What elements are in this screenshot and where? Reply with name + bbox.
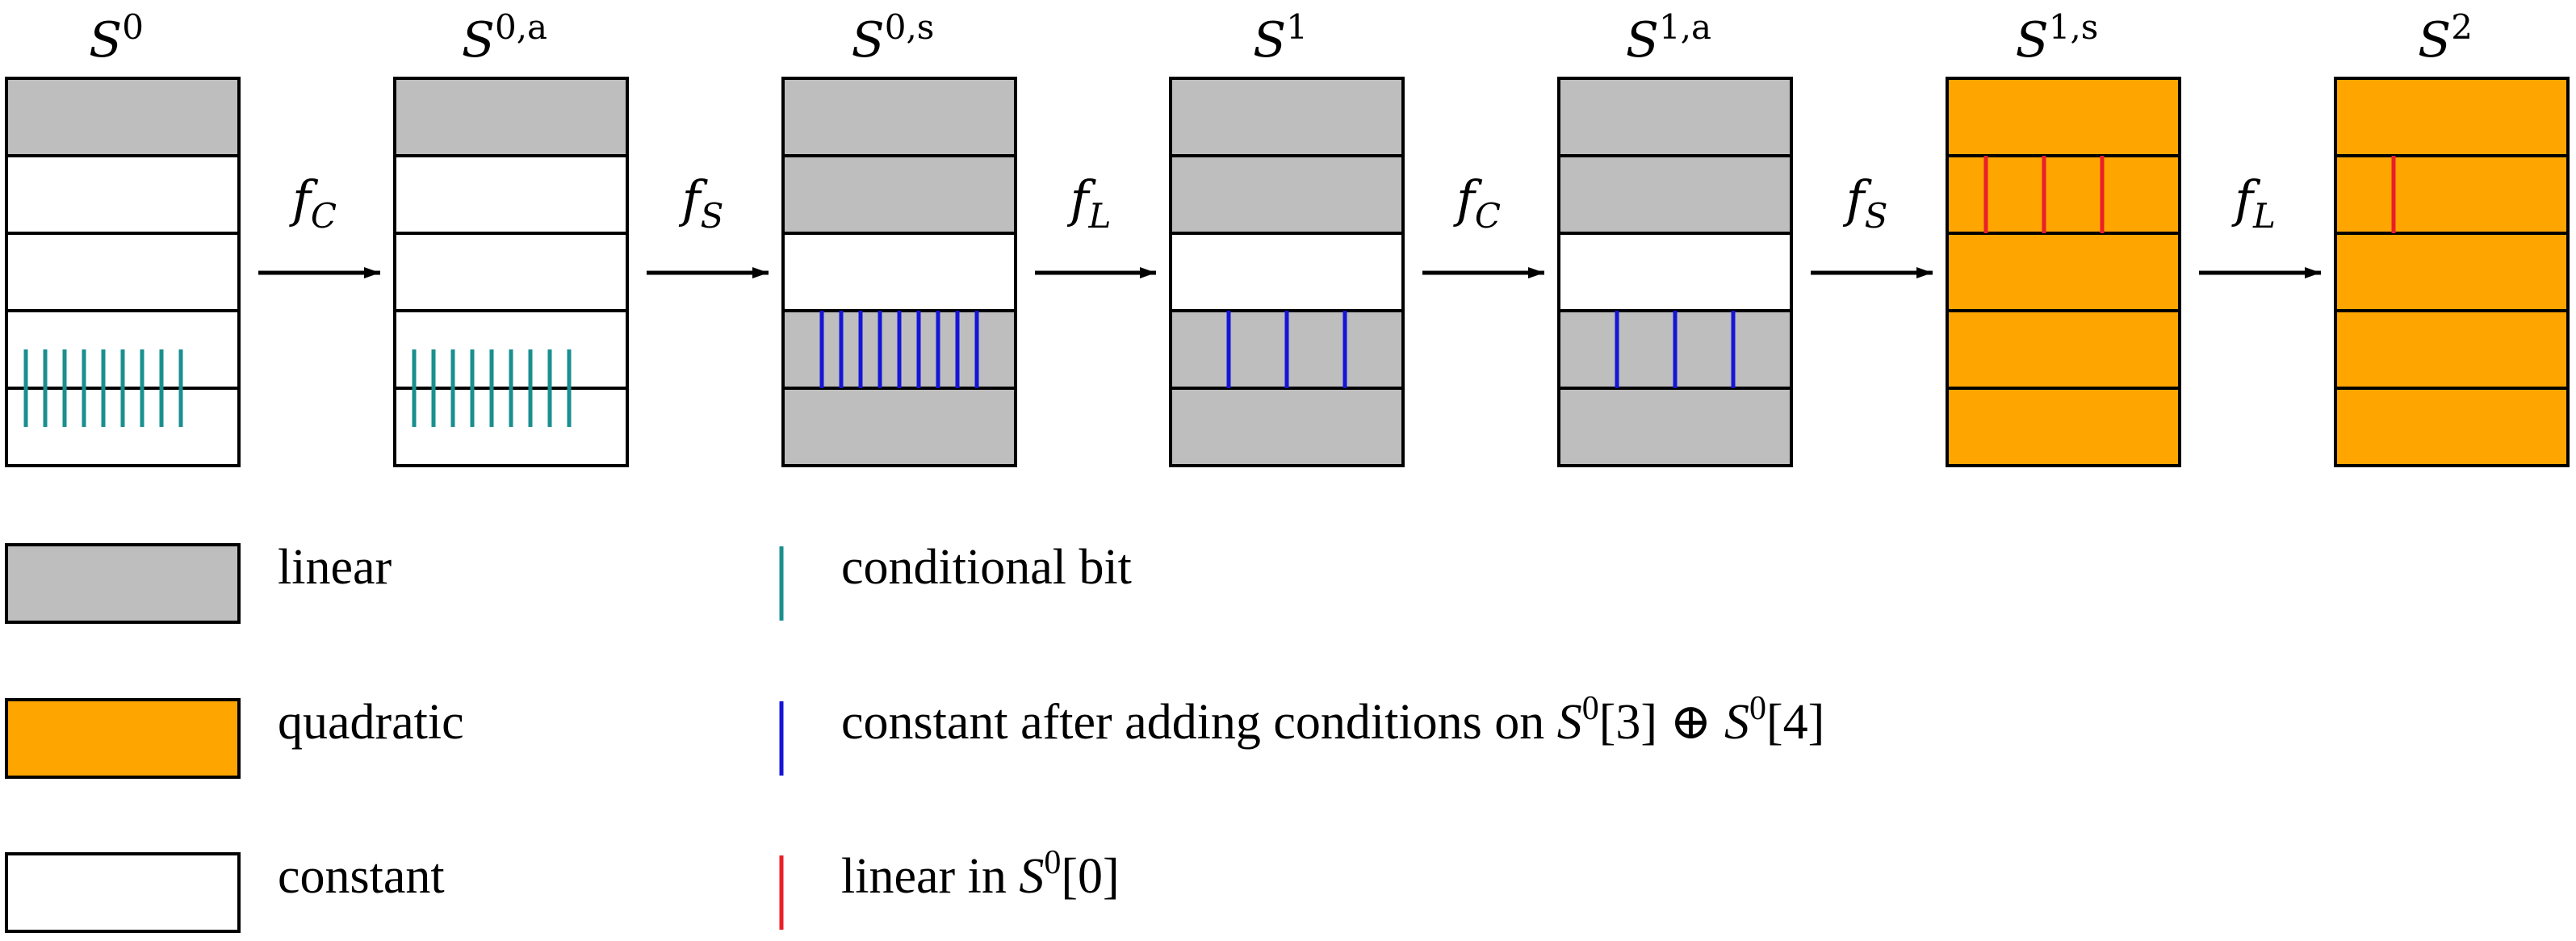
arrow-label: fC [1453,169,1501,236]
transition-arrow-5: fL [2199,169,2321,278]
state-row-constant [5,154,241,235]
state-row-linear [1169,387,1405,467]
legend-label-quadratic: quadratic [278,695,464,750]
legend-item-quadratic: quadratic [5,695,464,779]
state-row-constant [781,232,1017,312]
state-title: S0,s [852,7,935,69]
legend-swatch-linear [5,543,241,624]
arrow-label: fS [1843,169,1888,236]
legend-item-linear-in-s0: linear in S0[0] [779,844,1120,930]
transition-arrow-2: fL [1035,169,1156,278]
state-row-linear [1169,154,1405,235]
state-row-quadratic [2334,232,2570,312]
state-row-linear [5,77,241,157]
legend-text-linear-in-s0: linear in S0[0] [841,844,1120,904]
transition-arrow-0: fC [258,169,380,278]
state-row-constant [393,154,629,235]
state-row-linear [781,77,1017,157]
legend-text-constant-after-conditions: constant after adding conditions on S0[3… [841,690,1824,750]
state-row-constant [1169,232,1405,312]
state-row-quadratic [2334,77,2570,157]
legend-item-constant: constant [5,849,445,933]
arrow-label: fL [2231,169,2276,236]
state-box-1: S0,a [393,7,629,467]
state-row-linear [1557,154,1793,235]
state-row-quadratic [2334,309,2570,390]
arrow-label: fL [1067,169,1112,236]
state-box-2: S0,s [781,7,1017,467]
state-row-quadratic [1946,309,2181,390]
state-row-linear [1557,387,1793,467]
state-row-linear [1557,77,1793,157]
state-box-4: S1,a [1557,7,1793,467]
state-box-6: S2 [2334,7,2570,467]
state-title: S0,a [462,7,547,69]
transition-arrow-4: fS [1811,169,1933,278]
state-row-quadratic [1946,232,2181,312]
legend-label-linear: linear [278,540,392,595]
state-row-linear [393,77,629,157]
arrow-label: fS [679,169,724,236]
legend-swatch-constant [5,852,241,933]
state-title: S2 [2418,7,2473,69]
state-row-quadratic [1946,387,2181,467]
state-box-3: S1 [1169,7,1405,467]
state-row-linear [781,154,1017,235]
transition-arrow-3: fC [1422,169,1544,278]
state-box-5: S1,s [1946,7,2181,467]
transition-arrow-1: fS [647,169,769,278]
state-title: S1,s [2016,7,2099,69]
legend-text-conditional-bit: conditional bit [841,540,1132,595]
legend-item-constant-after-conditions: constant after adding conditions on S0[3… [779,690,1824,776]
legend-item-conditional-bit: conditional bit [779,540,1132,621]
state-row-quadratic [2334,154,2570,235]
legend-item-linear: linear [5,540,392,624]
state-row-linear [781,387,1017,467]
state-row-quadratic [1946,77,2181,157]
state-row-constant [5,232,241,312]
legend-swatch-quadratic [5,698,241,779]
state-row-quadratic [2334,387,2570,467]
state-row-constant [1557,232,1793,312]
state-row-constant [393,232,629,312]
state-box-0: S0 [5,7,241,467]
arrow-label: fC [289,169,337,236]
state-row-quadratic [1946,154,2181,235]
legend-label-constant: constant [278,849,445,904]
state-title: S1 [1253,7,1308,69]
state-title: S0 [89,7,144,69]
state-row-linear [1169,77,1405,157]
state-title: S1,a [1626,7,1711,69]
